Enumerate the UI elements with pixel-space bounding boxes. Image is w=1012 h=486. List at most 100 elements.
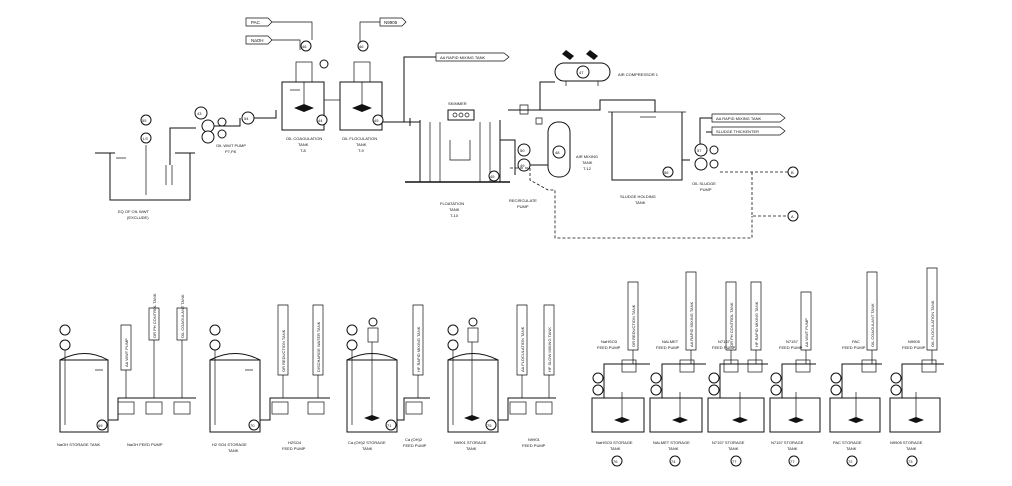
recirculate-pump: 50 49 RECIRCULATE PUMP xyxy=(500,104,548,209)
svg-text:TANK: TANK xyxy=(610,446,621,451)
svg-text:N9901: N9901 xyxy=(528,437,541,442)
svg-text:P7,P8: P7,P8 xyxy=(225,149,237,154)
svg-text:HF SLOW MIXING TANK: HF SLOW MIXING TANK xyxy=(547,327,552,372)
svg-text:TANK: TANK xyxy=(298,142,309,147)
storage-naoh: 69 NaOH STORAGE TANK NaOH FEED PUMP xyxy=(57,324,196,447)
svg-text:43: 43 xyxy=(197,111,202,116)
small-tank-n9905: N9905 FEED PUMP N9905 STORAGE TANK 73 xyxy=(889,339,944,467)
svg-text:NaOH FEED PUMP: NaOH FEED PUMP xyxy=(127,442,163,447)
svg-text:NALMET: NALMET xyxy=(662,339,679,344)
dest-hf-rapid-mixing-1: HF RAPID MIXING TANK xyxy=(412,304,424,376)
svg-text:Ca (OH)2: Ca (OH)2 xyxy=(405,437,423,442)
dest-or-ph-control-2: OR PH CONTROL TANK xyxy=(725,281,737,351)
svg-text:N7157 STORAGE: N7157 STORAGE xyxy=(771,440,804,445)
svg-text:PUMP: PUMP xyxy=(700,187,712,192)
svg-text:72: 72 xyxy=(848,459,853,464)
svg-text:47: 47 xyxy=(579,70,584,75)
arrow-aa-rapid-mixing-right: AA RAPID MIXING TANK xyxy=(711,113,786,123)
svg-text:RECIRCULATE: RECIRCULATE xyxy=(509,198,537,203)
small-tank-nalmet: NALMET FEED PUMP NALMET STORAGE TANK 74 xyxy=(649,339,706,467)
svg-text:OIL COAGULANT TANK: OIL COAGULANT TANK xyxy=(180,294,185,338)
svg-text:T-9: T-9 xyxy=(358,148,365,153)
storage-caoh2: 71 Ca (OH)2 STORAGE TANK Ca (OH)2 FEED P… xyxy=(346,317,430,451)
svg-text:PAC STORAGE: PAC STORAGE xyxy=(833,440,862,445)
svg-text:TANK: TANK xyxy=(362,446,373,451)
svg-text:T-12: T-12 xyxy=(583,166,592,171)
skimmer-label: SKIMMER xyxy=(448,101,467,106)
dest-or-reduction-1: OR REDUCTION TANK xyxy=(277,304,289,376)
small-tank-n7157-b: N7157 FEED PUMP N7157 STORAGE TANK 77 xyxy=(769,339,821,467)
svg-text:OIL COAGULATION: OIL COAGULATION xyxy=(286,136,322,141)
svg-text:NALMET STORAGE: NALMET STORAGE xyxy=(653,440,690,445)
chem-tag-n9905: N9905 xyxy=(379,17,407,27)
svg-text:AA WWT PUMP: AA WWT PUMP xyxy=(124,338,129,367)
svg-text:OIL FLOCULATION TANK: OIL FLOCULATION TANK xyxy=(930,300,935,347)
svg-text:57: 57 xyxy=(697,148,702,153)
svg-text:77: 77 xyxy=(790,459,795,464)
svg-text:OR PH CONTROL TANK: OR PH CONTROL TANK xyxy=(729,302,734,347)
eq-tank-label: EQ OF OIL WWT xyxy=(118,209,150,214)
oil-flocculation-tank: 46 45 OIL FLOCULATION TANK T-9 xyxy=(339,40,384,153)
svg-text:69: 69 xyxy=(98,423,103,428)
small-tank-n7157-a: N7157 FEED PUMP N7157 STORAGE TANK 77 xyxy=(707,339,768,467)
svg-text:FEED PUMP: FEED PUMP xyxy=(656,345,680,350)
svg-text:N7157: N7157 xyxy=(786,339,799,344)
svg-text:73: 73 xyxy=(908,459,913,464)
svg-text:TANK: TANK xyxy=(668,446,679,451)
svg-text:55: 55 xyxy=(142,118,147,123)
svg-text:75: 75 xyxy=(487,423,492,428)
svg-text:HF RAPID MIXING TANK: HF RAPID MIXING TANK xyxy=(754,301,759,347)
svg-text:45: 45 xyxy=(374,118,379,123)
svg-text:SLUDGE THICKENTER: SLUDGE THICKENTER xyxy=(716,129,759,134)
svg-text:TANK: TANK xyxy=(635,200,646,205)
svg-text:OIL WWT PUMP: OIL WWT PUMP xyxy=(216,143,246,148)
dest-hf-slow-mixing: HF SLOW MIXING TANK xyxy=(543,304,555,376)
svg-text:FLOATATION: FLOATATION xyxy=(440,201,464,206)
svg-text:AIR COMPRESSOR 1: AIR COMPRESSOR 1 xyxy=(618,72,659,77)
svg-text:45: 45 xyxy=(490,174,495,179)
svg-text:49: 49 xyxy=(520,163,525,168)
oil-wwt-pump: 43 54 OIL WWT PUMP P7,P8 xyxy=(169,106,255,165)
flotation-tank: SKIMMER 45 FLOATATION TANK T-10 xyxy=(382,101,510,218)
svg-text:FEED PUMP: FEED PUMP xyxy=(842,345,866,350)
svg-text:46: 46 xyxy=(359,44,364,49)
oil-coagulation-tank: 46 44 OIL COAGULATION TANK T-8 xyxy=(281,40,329,153)
svg-text:70: 70 xyxy=(250,423,255,428)
svg-text:T-10: T-10 xyxy=(450,213,459,218)
svg-text:TANK: TANK xyxy=(906,446,917,451)
svg-text:TANK: TANK xyxy=(228,448,239,453)
svg-text:OIL SLUDGE: OIL SLUDGE xyxy=(692,181,716,186)
dest-discharge-water: DISCHARGE WATER TANK xyxy=(312,304,324,376)
small-tank-nahso3: NaHSO3 FEED PUMP NaHSO3 STORAGE TANK 76 xyxy=(591,339,650,467)
svg-text:N9901 STORAGE: N9901 STORAGE xyxy=(454,440,487,445)
storage-h2so4: 70 H2 SO4 STORAGE TANK H2SO4 FEED PUMP xyxy=(209,324,330,453)
svg-text:TANK: TANK xyxy=(728,446,739,451)
svg-text:NaOH: NaOH xyxy=(251,38,264,43)
eq-tank-sub: (EXCLUDE) xyxy=(127,215,149,220)
sludge-holding-tank: 56 SLUDGE HOLDING TANK xyxy=(608,111,686,205)
svg-text:OR REDUCTION TANK: OR REDUCTION TANK xyxy=(631,304,636,347)
dest-hf-rapid-mixing-2: HF RAPID MIXING TANK xyxy=(750,281,762,351)
eq-tank: 55 LS EQ OF OIL WWT (EXCLUDE) xyxy=(95,114,195,220)
svg-text:NaHSO3: NaHSO3 xyxy=(601,339,618,344)
eq-tank-tag-circle xyxy=(140,114,152,126)
dest-oil-flocculation-2: OIL FLOCULATION TANK xyxy=(926,267,938,351)
svg-text:PUMP: PUMP xyxy=(517,204,529,209)
svg-text:54: 54 xyxy=(244,116,249,121)
oil-sludge-pump: 57 OIL SLUDGE PUMP xyxy=(682,117,719,192)
dest-aa-wwt-pump-1: AA WWT PUMP xyxy=(120,324,132,371)
svg-text:OR REDUCTION TANK: OR REDUCTION TANK xyxy=(281,329,286,372)
svg-text:N9905: N9905 xyxy=(908,339,921,344)
dest-or-reduction-2: OR REDUCTION TANK xyxy=(627,281,639,351)
svg-text:48: 48 xyxy=(555,150,560,155)
svg-text:FEED PUMP: FEED PUMP xyxy=(522,443,546,448)
svg-text:FEED PUMP: FEED PUMP xyxy=(779,345,803,350)
svg-text:FEED PUMP: FEED PUMP xyxy=(403,443,427,448)
svg-text:LS: LS xyxy=(143,136,148,141)
svg-text:AIR MIXING: AIR MIXING xyxy=(576,154,598,159)
svg-text:FEED PUMP: FEED PUMP xyxy=(282,446,306,451)
dest-aa-floculation-1: AA FLOCULATION TANK xyxy=(516,304,528,376)
svg-text:OR PH CONTROL TANK: OR PH CONTROL TANK xyxy=(152,293,157,338)
